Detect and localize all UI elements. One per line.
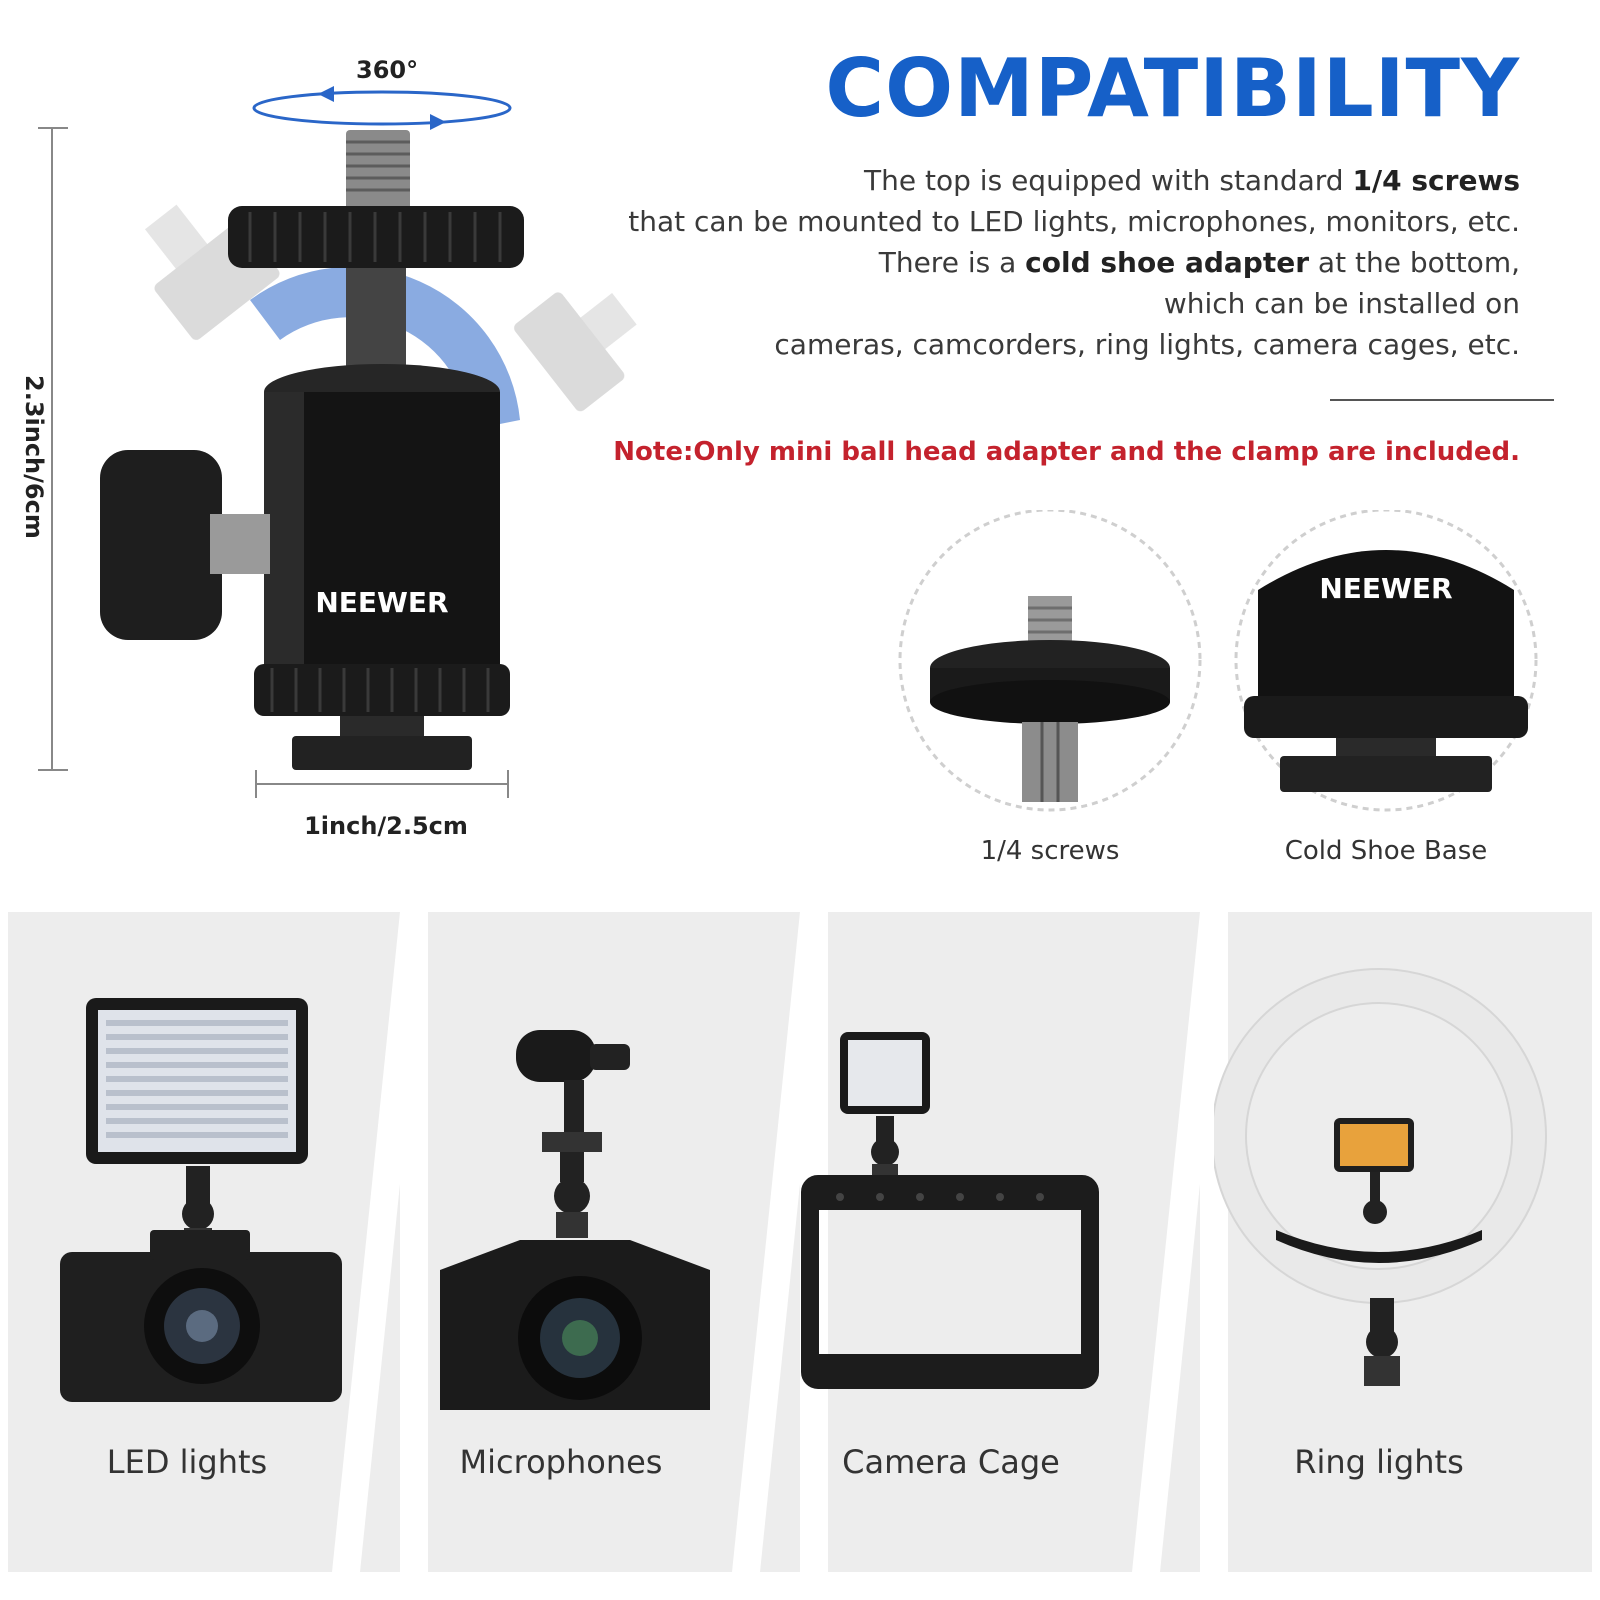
use-label-led-lights: LED lights (106, 1443, 268, 1481)
note-text: Note:Only mini ball head adapter and the… (613, 437, 1520, 467)
screw-detail-circle (898, 510, 1202, 812)
brand-logo: NEEWER (315, 586, 448, 619)
desc-line: that can be mounted to LED lights, micro… (628, 205, 1520, 238)
camera-cage-illustration (801, 1032, 1099, 1389)
ring-light-illustration (1214, 968, 1547, 1386)
side-knob (100, 450, 222, 640)
width-label: 1inch/2.5cm (304, 812, 468, 840)
desc-line: There is a cold shoe adapter at the bott… (878, 246, 1520, 279)
rotation-arrow-icon (252, 86, 512, 130)
lock-ring (254, 664, 510, 716)
screw-detail-label: 1/4 screws (980, 836, 1120, 866)
cold-shoe-foot (292, 736, 472, 770)
use-label-camera-cage: Camera Cage (842, 1443, 1060, 1481)
use-label-ring-lights: Ring lights (1294, 1443, 1464, 1481)
detail-closeups: NEEWER (898, 510, 1538, 812)
cold-shoe-detail-circle: NEEWER (1234, 510, 1538, 812)
use-label-microphones: Microphones (459, 1443, 663, 1481)
description: The top is equipped with standard 1/4 sc… (560, 160, 1520, 365)
microphone-camera-illustration (440, 1030, 710, 1410)
rotation-label: 360° (356, 56, 419, 84)
brand-logo: NEEWER (1319, 572, 1452, 605)
height-label: 2.3inch/6cm (20, 375, 48, 539)
led-light-camera-illustration (60, 998, 342, 1402)
page-title: COMPATIBILITY (825, 42, 1520, 135)
top-screw (346, 130, 410, 210)
desc-line: The top is equipped with standard 1/4 sc… (864, 164, 1520, 197)
height-dimension-line (38, 127, 68, 771)
cold-shoe-detail-label: Cold Shoe Base (1284, 836, 1488, 866)
panel-dividers (332, 912, 1228, 1572)
desc-line: which can be installed on (1163, 287, 1520, 320)
ball-head-illustration: NEEWER (38, 86, 637, 798)
divider (1330, 399, 1554, 401)
desc-line: cameras, camcorders, ring lights, camera… (774, 328, 1520, 361)
use-panel-camera-cage (828, 912, 1200, 1572)
width-dimension-line (255, 770, 509, 798)
tilt-arc (250, 266, 520, 430)
